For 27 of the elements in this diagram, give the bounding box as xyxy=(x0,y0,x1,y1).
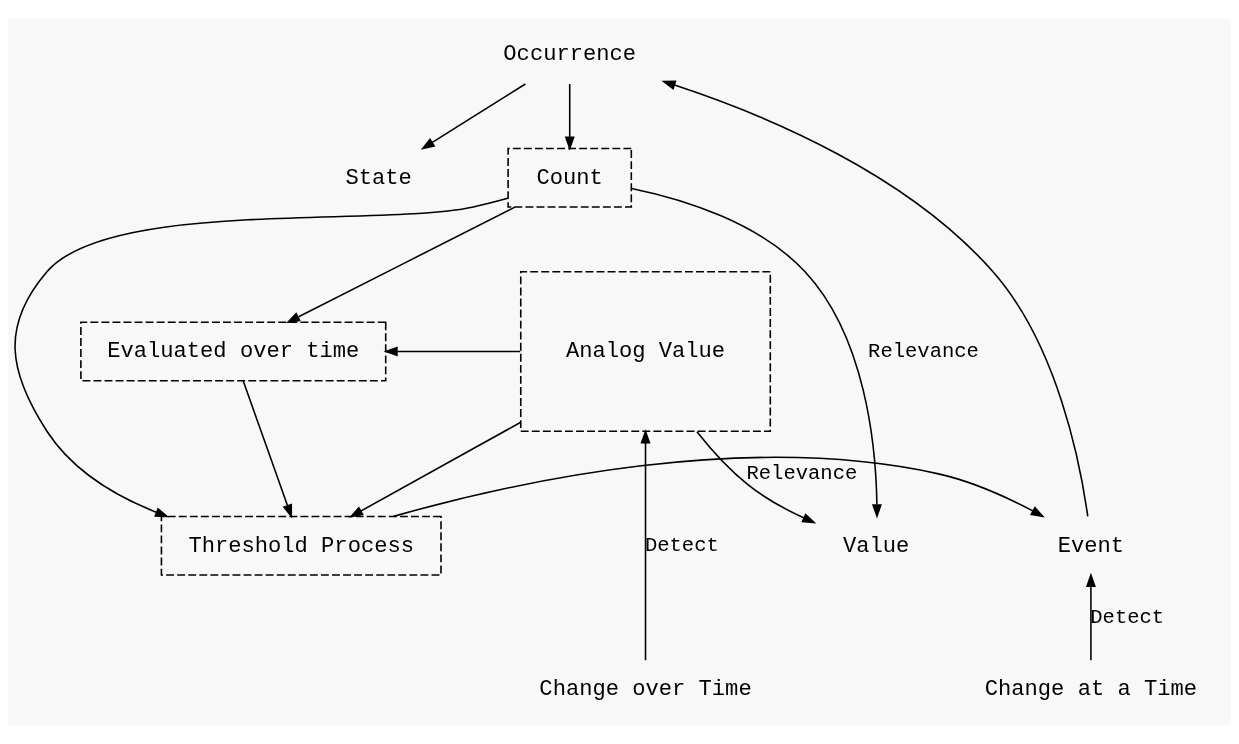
edge-label: Detect xyxy=(1090,605,1165,629)
arrow xyxy=(383,346,522,357)
node-text: Change at a Time xyxy=(984,677,1198,703)
edge-label: Detect xyxy=(644,534,719,558)
arrow xyxy=(564,83,575,151)
arrow xyxy=(696,431,817,524)
edge-label: Relevance xyxy=(868,339,979,363)
arrow xyxy=(640,429,651,661)
node-box: Evaluated over time xyxy=(80,321,387,382)
node-text: State xyxy=(345,165,412,191)
arrow xyxy=(1085,572,1096,661)
node-text: Occurrence xyxy=(503,42,637,68)
node-box: Analog Value xyxy=(519,270,772,433)
arrow xyxy=(285,206,516,324)
node-text: Value xyxy=(842,533,910,559)
node-box: Threshold Process xyxy=(160,515,442,576)
arrow xyxy=(348,421,522,518)
arrow xyxy=(630,187,882,519)
arrow xyxy=(420,83,527,150)
node-box: Count xyxy=(507,147,633,208)
arrow xyxy=(661,80,1089,518)
arrow xyxy=(14,197,509,518)
node-text: Change over Time xyxy=(539,677,752,703)
arrow xyxy=(392,456,1045,518)
edge-label: Relevance xyxy=(746,462,858,486)
arrow xyxy=(242,380,293,519)
node-text: Event xyxy=(1057,533,1125,559)
